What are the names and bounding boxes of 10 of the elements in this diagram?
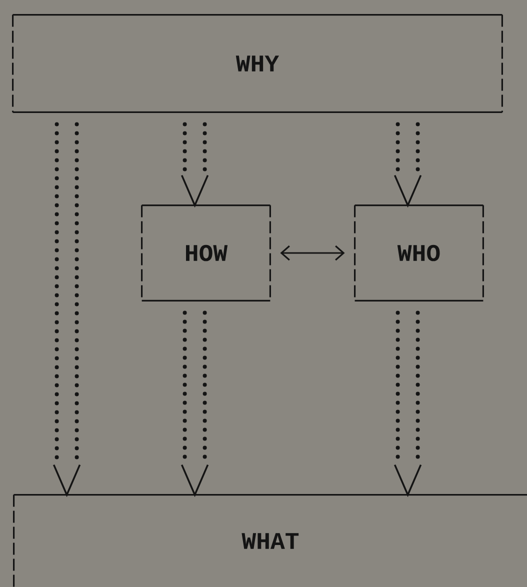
text-box: HOW (141, 204, 271, 302)
arrow (394, 122, 422, 208)
arrow (180, 310, 209, 498)
arrow (180, 122, 209, 208)
arrow (394, 310, 422, 498)
text-box: WHY (12, 14, 503, 113)
arrow (280, 245, 345, 261)
text-box: WHO (354, 204, 484, 302)
text-box: WHAT (13, 494, 527, 587)
arrow (52, 122, 81, 498)
